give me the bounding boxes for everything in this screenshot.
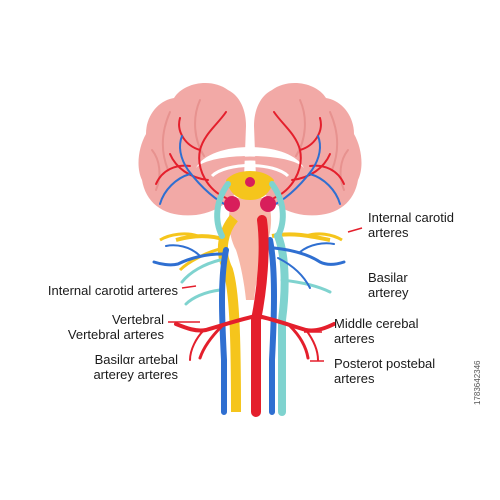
- corpus-callosum: [196, 147, 304, 168]
- arterial-nodes: [224, 177, 276, 212]
- gyri-lines: [151, 99, 349, 191]
- label-internal-carotid-left: Internal carotid arteres: [47, 283, 178, 298]
- label-basilar-right: Basilar arterey: [368, 270, 409, 300]
- label-posterior: Posterot postebal arteres: [334, 356, 436, 386]
- teal-vessels: [180, 181, 332, 416]
- leader-lines: [168, 227, 363, 362]
- left-hemisphere: [138, 83, 246, 216]
- label-vertebral: Vertebral Vertebral arteres: [67, 312, 164, 342]
- right-hemisphere: [254, 83, 362, 216]
- label-middle-cerebral: Middle cerebal arteres: [334, 316, 419, 346]
- cerebrum: [138, 83, 362, 216]
- stock-id: 1783642346: [473, 360, 482, 406]
- blue-vessels: [152, 237, 346, 415]
- label-basilar-left: Basilαr artebal arterey arteres: [93, 352, 178, 382]
- label-internal-carotid-right: Internal carotid arteres: [368, 210, 454, 240]
- cortical-arteries: [155, 111, 345, 199]
- red-arteries: [174, 215, 336, 417]
